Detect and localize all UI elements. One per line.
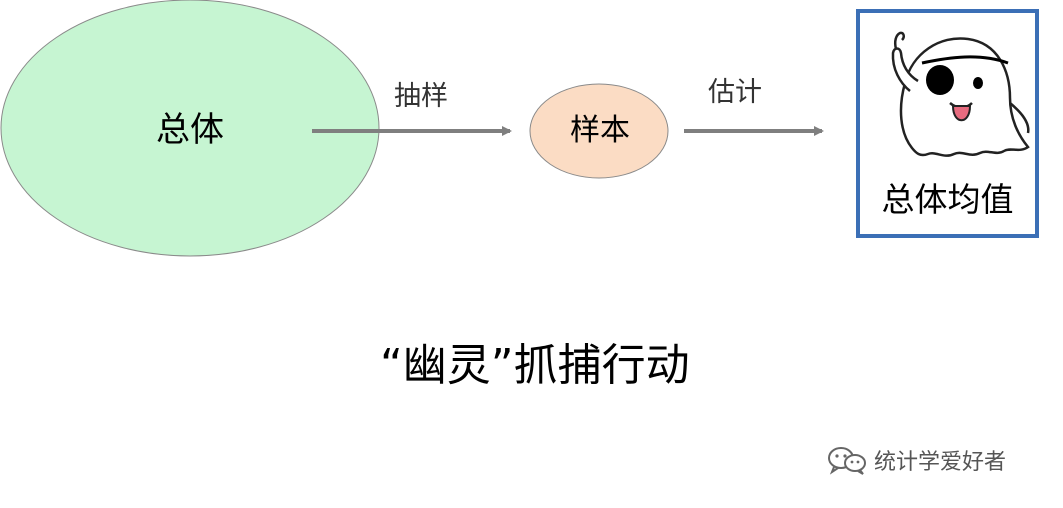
population-label: 总体 xyxy=(150,108,230,152)
eyepatch-icon xyxy=(926,65,954,95)
wechat-icon xyxy=(826,445,868,475)
sample-label: 样本 xyxy=(550,111,650,151)
population-mean-label: 总体均值 xyxy=(860,180,1035,220)
watermark: 统计学爱好者 xyxy=(826,444,1006,476)
estimate-label: 估计 xyxy=(708,76,762,110)
watermark-text: 统计学爱好者 xyxy=(874,444,1006,476)
sampling-label: 抽样 xyxy=(394,80,448,114)
population-mean-box: 总体均值 xyxy=(856,9,1039,238)
ghost-icon xyxy=(860,13,1035,163)
diagram-caption: “幽灵”抓捕行动 xyxy=(380,334,800,398)
